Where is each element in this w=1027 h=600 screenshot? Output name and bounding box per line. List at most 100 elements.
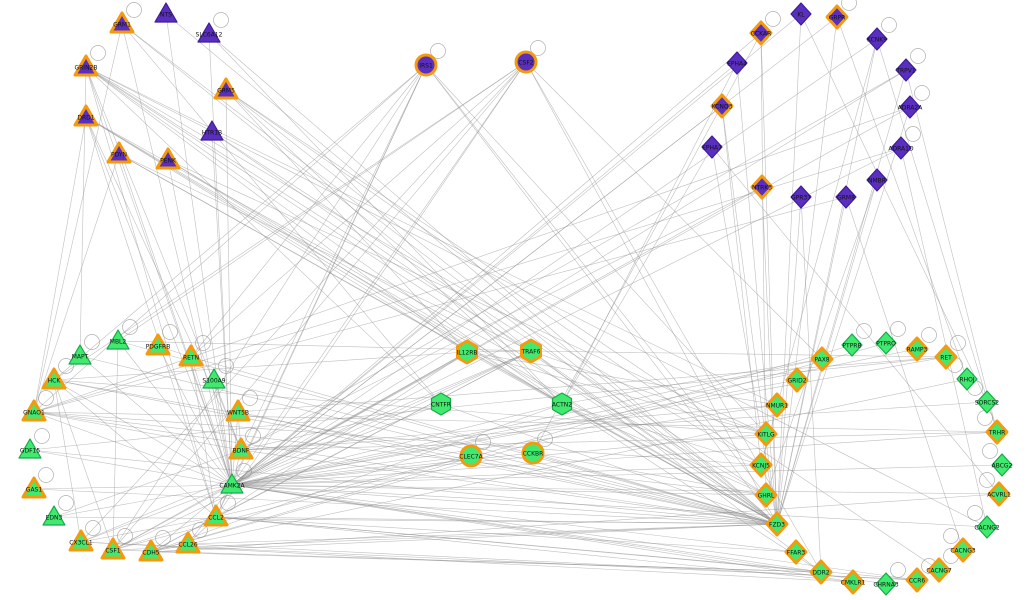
node-DRD1[interactable] [73, 104, 99, 127]
edge-GRIN2B-FZD3 [85, 66, 778, 525]
node-CHRNA3[interactable] [875, 572, 897, 596]
node-CSF1[interactable] [100, 537, 126, 560]
edge-IRS1-KITLG [425, 64, 767, 435]
node-GDF15[interactable] [18, 438, 42, 459]
node-CAMK2A[interactable] [220, 473, 244, 494]
edge-ADRA2A-FZD3 [776, 106, 911, 525]
node-HTR1B[interactable] [200, 120, 224, 141]
edge-CAMK2A-CCR6 [231, 484, 918, 581]
node-HCK[interactable] [41, 367, 67, 390]
node-KL[interactable] [790, 2, 812, 26]
edge-PTPRO-CDH5 [150, 342, 887, 553]
node-PENK[interactable] [155, 147, 181, 170]
node-S100A9[interactable] [202, 368, 226, 389]
node-PTPRB[interactable] [841, 333, 863, 357]
node-ADRA2A[interactable] [899, 95, 921, 119]
node-RETN[interactable] [178, 344, 204, 367]
edge-CCL26-FZD3 [187, 523, 778, 545]
node-TRPV1[interactable] [895, 58, 917, 82]
node-PDGFRB[interactable] [145, 333, 171, 356]
node-ADRA1D[interactable] [890, 136, 912, 160]
edge-SLC6A12-CAMK2A [208, 33, 233, 486]
node-CX3CL1[interactable] [68, 529, 94, 552]
edge-NMBR-GHRL [765, 179, 878, 496]
node-EDN3[interactable] [42, 505, 66, 526]
self-loop-GDF15 [34, 428, 50, 444]
node-RHOJ[interactable] [956, 367, 978, 391]
node-ACVRL1[interactable] [987, 481, 1011, 507]
node-PAX8[interactable] [810, 346, 834, 372]
edge-HCK-FZD3 [53, 379, 778, 525]
node-FZD3[interactable] [765, 511, 789, 537]
node-KCNK9[interactable] [866, 27, 888, 51]
node-MAPT[interactable] [68, 344, 92, 365]
node-PDYN[interactable] [106, 141, 132, 164]
edge-GNAO1-FZD3 [33, 411, 778, 525]
node-EPHA7[interactable] [701, 135, 723, 159]
node-IL12RB[interactable] [456, 339, 478, 365]
node-DDR2[interactable] [809, 559, 833, 585]
self-loop-WNT5B [242, 390, 258, 406]
node-CCR6[interactable] [905, 567, 929, 593]
edge-HTR1B-GHRL [211, 131, 767, 496]
node-CACNG7[interactable] [927, 557, 951, 583]
node-TRHR[interactable] [985, 419, 1009, 445]
node-ACTN2[interactable] [551, 392, 573, 416]
node-GRIN2B[interactable] [73, 54, 99, 77]
node-GHRL[interactable] [754, 482, 778, 508]
node-BDNF[interactable] [228, 437, 254, 460]
self-loop-CACNG3 [943, 528, 959, 544]
node-GRM5[interactable] [213, 77, 239, 100]
node-PTPRO[interactable] [875, 331, 897, 355]
node-GPR37[interactable] [790, 185, 812, 209]
node-EPHA4[interactable] [726, 51, 748, 75]
node-KCNJ5[interactable] [749, 452, 773, 478]
node-CNTFR[interactable] [430, 392, 452, 416]
self-loop-S100A9 [218, 358, 234, 374]
node-KCNQ3[interactable] [710, 93, 734, 119]
node-CCKAR[interactable] [749, 20, 773, 46]
node-CCL2[interactable] [203, 504, 229, 527]
node-CACNG2[interactable] [976, 515, 998, 539]
node-CLEC7A[interactable] [459, 444, 483, 468]
node-CCL26[interactable] [175, 531, 201, 554]
node-NTS[interactable] [154, 2, 178, 23]
edge-GRM1-CAMK2A [121, 23, 233, 486]
edge-TRAF6-DDR2 [530, 350, 822, 573]
node-IRS1[interactable] [414, 53, 438, 77]
edge-SORCS2-BDNF [240, 401, 988, 451]
edge-IL12RB-HCK [53, 351, 468, 381]
edge-CCKAR-FZD3 [760, 32, 778, 525]
node-GRPR[interactable] [825, 4, 849, 30]
node-GAS1[interactable] [21, 476, 47, 499]
edge-NTS-CAMK2A [165, 13, 233, 486]
edge-GPR37-DDR2 [800, 196, 822, 573]
node-SLC6A12[interactable] [197, 22, 221, 43]
node-GNAO1[interactable] [21, 399, 47, 422]
self-loop-RAMP3 [921, 327, 937, 343]
edge-EPHA7-ACTN2 [561, 146, 713, 405]
node-CDH5[interactable] [138, 539, 164, 562]
node-CCKBR[interactable] [521, 441, 545, 465]
node-CMKLR1[interactable] [841, 569, 865, 595]
edge-TRPV1-FZD3 [776, 69, 907, 525]
node-RET[interactable] [934, 344, 958, 370]
node-FFAR3[interactable] [784, 539, 808, 565]
node-TRAF6[interactable] [520, 338, 542, 364]
node-NMBR[interactable] [866, 168, 888, 192]
node-NTRK3[interactable] [750, 174, 774, 200]
node-CACNG3[interactable] [951, 537, 975, 563]
node-GRM1[interactable] [109, 11, 135, 34]
node-NMUR1[interactable] [765, 392, 789, 418]
node-WNT5B[interactable] [225, 399, 251, 422]
node-CSF2[interactable] [514, 50, 538, 74]
node-SORCS2[interactable] [976, 390, 998, 414]
node-MBL2[interactable] [106, 329, 130, 350]
node-KITLG[interactable] [754, 421, 778, 447]
node-GRID2[interactable] [785, 367, 809, 393]
node-ABCG2[interactable] [991, 453, 1013, 477]
node-GRM8[interactable] [835, 185, 857, 209]
node-RAMP3[interactable] [905, 336, 929, 362]
